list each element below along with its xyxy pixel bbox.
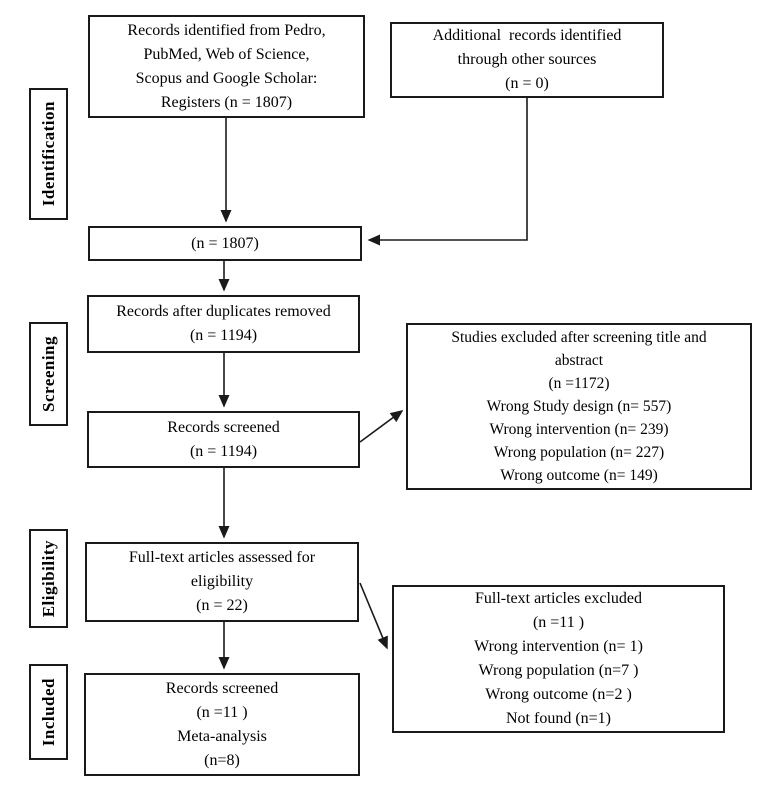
box-text-line: through other sources [457,51,597,68]
stage-label-included-text: Included [38,677,58,747]
box-text-line: (n =11 ) [196,703,248,721]
box-text-line: Scopus and Google Scholar: [135,69,318,87]
box-records-screened: Records screened (n = 1194) [87,411,360,468]
box-records-identified: Records identified from Pedro, PubMed, We… [88,15,365,118]
box-studies-excluded: Studies excluded after screening title a… [406,323,752,490]
box-text-line: Records after duplicates removed [116,303,331,320]
box-text-line: (n =1172) [548,375,610,392]
box-text-line: Studies excluded after screening title a… [451,329,707,346]
box-included-records: Records screened (n =11 ) Meta-analysis (n=… [84,673,360,776]
box-text-line: (n = 1194) [189,442,258,460]
box-text-line: Wrong outcome (n= 149) [500,467,658,484]
box-text-line: Wrong outcome (n=2 ) [485,686,632,703]
box-text-line: Wrong Study design (n= 557) [486,398,672,415]
box-text-line: Wrong population (n= 227) [493,444,665,461]
box-fulltext-excluded: Full-text articles excluded (n =11 ) Wrong… [392,585,725,733]
box-text-line: Registers (n = 1807) [160,93,293,111]
arrow-screened-to-excluded [359,410,404,443]
stage-label-screening: Screening [29,322,68,426]
box-text-line: Records identified from Pedro, [127,21,326,39]
box-text-line: PubMed, Web of Science, [143,45,310,63]
box-combined-total: (n = 1807) [88,226,362,261]
stage-label-identification: Identification [29,88,68,220]
box-text-line: Not found (n=1) [505,710,611,727]
box-text-line: Meta-analysis [177,727,267,745]
box-duplicates-removed: Records after duplicates removed (n = 119… [87,295,360,353]
arrow-additional-to-total [367,98,528,246]
box-text-line: (n = 22) [196,597,248,614]
box-text-line: Wrong population (n=7 ) [478,662,639,679]
box-additional-records: Additional records identified through oth… [390,22,664,98]
box-text-line: Wrong intervention (n= 239) [489,421,669,438]
box-text-line: eligibility [190,573,254,590]
box-text-line: (n = 0) [505,75,549,92]
box-text-line: Records screened [165,679,279,697]
box-text-line: Full-text articles excluded [474,590,643,607]
box-text-line: Wrong intervention (n= 1) [474,638,643,655]
stage-label-screening-text: Screening [38,336,58,412]
stage-label-included: Included [29,664,68,760]
stage-label-eligibility-text: Eligibility [38,539,58,618]
box-fulltext-assessed: Full-text articles assessed for eligibili… [85,542,359,622]
box-text-line: (n = 1194) [189,327,258,344]
box-text-line: Records screened [167,418,280,436]
box-text-line: (n = 1807) [191,234,259,252]
box-text-line: Full-text articles assessed for [128,549,316,566]
stage-label-eligibility: Eligibility [29,529,68,628]
box-text-line: (n =11 ) [532,614,585,631]
box-text-line: (n=8) [204,751,240,769]
box-text-line: Additional records identified [432,27,622,44]
stage-label-identification-text: Identification [38,101,58,207]
arrow-fulltext-to-excluded [359,582,388,650]
box-text-line: abstract [554,352,604,369]
